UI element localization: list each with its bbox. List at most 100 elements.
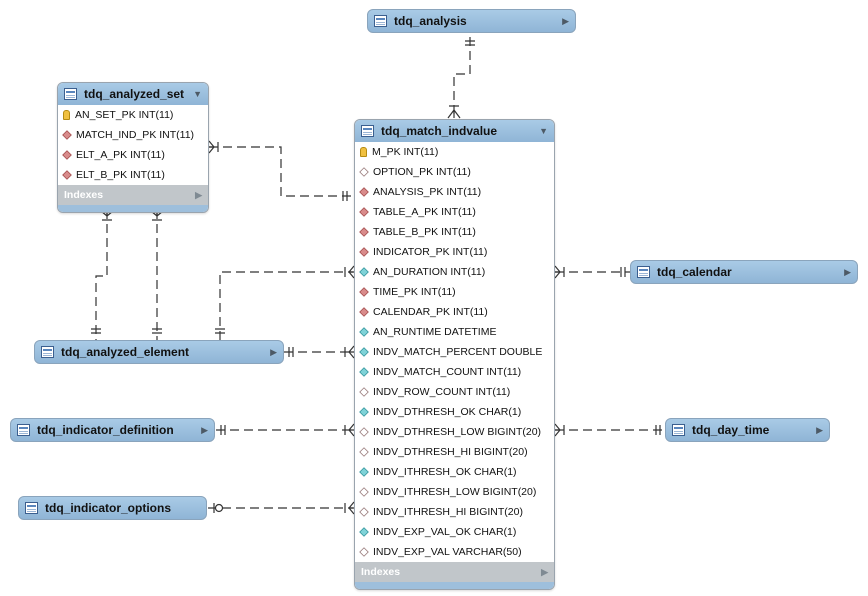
column-row[interactable]: INDV_MATCH_COUNT INT(11) — [355, 362, 554, 382]
rel-analysis-match — [453, 37, 471, 118]
column-row[interactable]: INDV_DTHRESH_OK CHAR(1) — [355, 402, 554, 422]
table-header[interactable]: tdq_analyzed_set ▼ — [58, 83, 208, 105]
table-tdq-day-time[interactable]: tdq_day_time ▶ — [665, 418, 830, 442]
table-name: tdq_analyzed_set — [84, 87, 185, 101]
table-tdq-indicator-options[interactable]: tdq_indicator_options — [18, 496, 207, 520]
rel-element-match-a — [219, 271, 353, 340]
column-row[interactable]: INDV_DTHRESH_LOW BIGINT(20) — [355, 422, 554, 442]
column-row[interactable]: TABLE_B_PK INT(11) — [355, 222, 554, 242]
column-row[interactable]: MATCH_IND_PK INT(11) — [58, 125, 208, 145]
collapse-arrow-icon[interactable]: ▼ — [193, 89, 202, 99]
column-row[interactable]: ELT_A_PK INT(11) — [58, 145, 208, 165]
indexes-section[interactable]: Indexes ▶ — [58, 185, 208, 205]
table-tdq-analyzed-element[interactable]: tdq_analyzed_element ▶ — [34, 340, 284, 364]
primary-key-icon — [360, 147, 367, 157]
column-label: M_PK INT(11) — [372, 146, 439, 158]
expand-arrow-icon[interactable]: ▶ — [562, 15, 569, 26]
table-name: tdq_indicator_definition — [37, 423, 174, 437]
foreign-key-icon — [359, 187, 369, 197]
indexes-section[interactable]: Indexes ▶ — [355, 562, 554, 582]
column-label: INDV_MATCH_COUNT INT(11) — [373, 366, 522, 378]
table-icon — [41, 346, 54, 358]
column-label: INDV_DTHRESH_HI BIGINT(20) — [373, 446, 528, 458]
table-tdq-match-indvalue[interactable]: tdq_match_indvalue ▼ M_PK INT(11) OPTION_… — [354, 119, 555, 590]
table-icon — [17, 424, 30, 436]
foreign-key-icon — [62, 170, 72, 180]
column-label: INDV_EXP_VAL_OK CHAR(1) — [373, 526, 517, 538]
column-row[interactable]: AN_DURATION INT(11) — [355, 262, 554, 282]
table-icon — [374, 15, 387, 27]
column-label: CALENDAR_PK INT(11) — [373, 306, 488, 318]
column-row[interactable]: INDV_EXP_VAL_OK CHAR(1) — [355, 522, 554, 542]
foreign-key-icon — [359, 307, 369, 317]
not-null-column-icon — [359, 347, 369, 357]
expand-arrow-icon[interactable]: ▶ — [844, 266, 851, 277]
foreign-key-icon — [359, 227, 369, 237]
column-list: M_PK INT(11) OPTION_PK INT(11) ANALYSIS_PK… — [355, 142, 554, 562]
table-header[interactable]: tdq_match_indvalue ▼ — [355, 120, 554, 142]
column-row[interactable]: INDV_ROW_COUNT INT(11) — [355, 382, 554, 402]
indexes-label: Indexes — [361, 566, 401, 578]
column-row[interactable]: INDV_DTHRESH_HI BIGINT(20) — [355, 442, 554, 462]
column-row[interactable]: AN_RUNTIME DATETIME — [355, 322, 554, 342]
nullable-column-icon — [359, 487, 369, 497]
column-row[interactable]: ANALYSIS_PK INT(11) — [355, 182, 554, 202]
rel-set-match — [209, 146, 353, 197]
table-tdq-analysis[interactable]: tdq_analysis ▶ — [367, 9, 576, 33]
table-icon — [64, 88, 77, 100]
expand-arrow-icon[interactable]: ▶ — [541, 566, 548, 577]
column-label: INDV_ITHRESH_LOW BIGINT(20) — [373, 486, 537, 498]
column-row[interactable]: TIME_PK INT(11) — [355, 282, 554, 302]
nullable-column-icon — [359, 387, 369, 397]
column-row[interactable]: M_PK INT(11) — [355, 142, 554, 162]
nullable-column-icon — [359, 507, 369, 517]
table-name: tdq_match_indvalue — [381, 124, 498, 138]
not-null-column-icon — [359, 527, 369, 537]
column-label: TABLE_A_PK INT(11) — [373, 206, 476, 218]
column-row[interactable]: AN_SET_PK INT(11) — [58, 105, 208, 125]
column-row[interactable]: INDV_ITHRESH_HI BIGINT(20) — [355, 502, 554, 522]
table-icon — [25, 502, 38, 514]
column-row[interactable]: INDV_ITHRESH_OK CHAR(1) — [355, 462, 554, 482]
table-name: tdq_calendar — [657, 265, 732, 279]
rel-set-element-a — [95, 210, 108, 340]
column-label: AN_DURATION INT(11) — [373, 266, 486, 278]
table-icon — [672, 424, 685, 436]
table-icon — [637, 266, 650, 278]
table-tdq-calendar[interactable]: tdq_calendar ▶ — [630, 260, 858, 284]
nullable-column-icon — [359, 167, 369, 177]
column-row[interactable]: INDV_ITHRESH_LOW BIGINT(20) — [355, 482, 554, 502]
table-name: tdq_day_time — [692, 423, 770, 437]
column-label: AN_SET_PK INT(11) — [75, 109, 174, 121]
not-null-column-icon — [359, 407, 369, 417]
column-row[interactable]: CALENDAR_PK INT(11) — [355, 302, 554, 322]
nullable-column-icon — [359, 547, 369, 557]
not-null-column-icon — [359, 327, 369, 337]
column-row[interactable]: INDV_MATCH_PERCENT DOUBLE — [355, 342, 554, 362]
table-tdq-indicator-definition[interactable]: tdq_indicator_definition ▶ — [10, 418, 215, 442]
foreign-key-icon — [359, 287, 369, 297]
expand-arrow-icon[interactable]: ▶ — [201, 424, 208, 435]
expand-arrow-icon[interactable]: ▶ — [270, 346, 277, 357]
column-label: ANALYSIS_PK INT(11) — [373, 186, 482, 198]
column-row[interactable]: OPTION_PK INT(11) — [355, 162, 554, 182]
column-row[interactable]: ELT_B_PK INT(11) — [58, 165, 208, 185]
table-name: tdq_analyzed_element — [61, 345, 190, 359]
column-row[interactable]: TABLE_A_PK INT(11) — [355, 202, 554, 222]
expand-arrow-icon[interactable]: ▶ — [816, 424, 823, 435]
foreign-key-icon — [62, 130, 72, 140]
column-label: INDICATOR_PK INT(11) — [373, 246, 488, 258]
column-row[interactable]: INDV_EXP_VAL VARCHAR(50) — [355, 542, 554, 562]
table-name: tdq_analysis — [394, 14, 467, 28]
column-label: ELT_A_PK INT(11) — [76, 149, 165, 161]
column-label: INDV_MATCH_PERCENT DOUBLE — [373, 346, 543, 358]
collapse-arrow-icon[interactable]: ▼ — [539, 126, 548, 136]
nullable-column-icon — [359, 427, 369, 437]
table-tdq-analyzed-set[interactable]: tdq_analyzed_set ▼ AN_SET_PK INT(11) MATC… — [57, 82, 209, 213]
column-list: AN_SET_PK INT(11) MATCH_IND_PK INT(11) ELT… — [58, 105, 208, 185]
column-label: MATCH_IND_PK INT(11) — [76, 129, 195, 141]
column-row[interactable]: INDICATOR_PK INT(11) — [355, 242, 554, 262]
column-label: INDV_ITHRESH_OK CHAR(1) — [373, 466, 517, 478]
expand-arrow-icon[interactable]: ▶ — [195, 189, 202, 200]
